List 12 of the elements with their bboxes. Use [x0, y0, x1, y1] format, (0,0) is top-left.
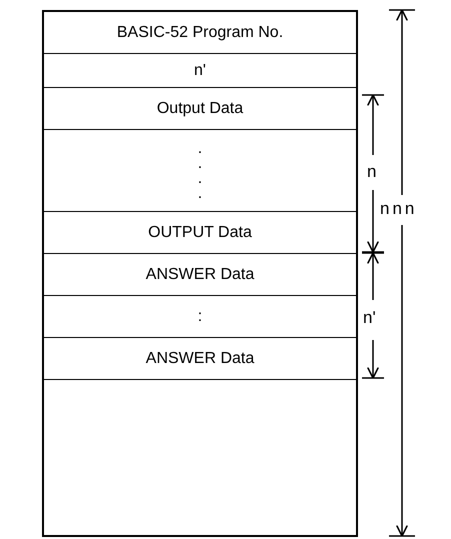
row-label: n'	[194, 62, 206, 80]
row-label: Output Data	[156, 100, 244, 118]
continuation-dots: . . . .	[197, 140, 203, 200]
row-label: OUTPUT Data	[148, 224, 252, 242]
row-label: BASIC-52 Program No.	[116, 24, 284, 42]
continuation-dots: :	[198, 308, 202, 326]
dimension-label: n'	[363, 308, 376, 328]
row-label: ANSWER Data	[146, 350, 254, 368]
dimension-label: n	[367, 162, 376, 182]
row-label: ANSWER Data	[146, 266, 254, 284]
memory-block	[42, 10, 358, 537]
dimension-label: nnn	[380, 199, 418, 219]
